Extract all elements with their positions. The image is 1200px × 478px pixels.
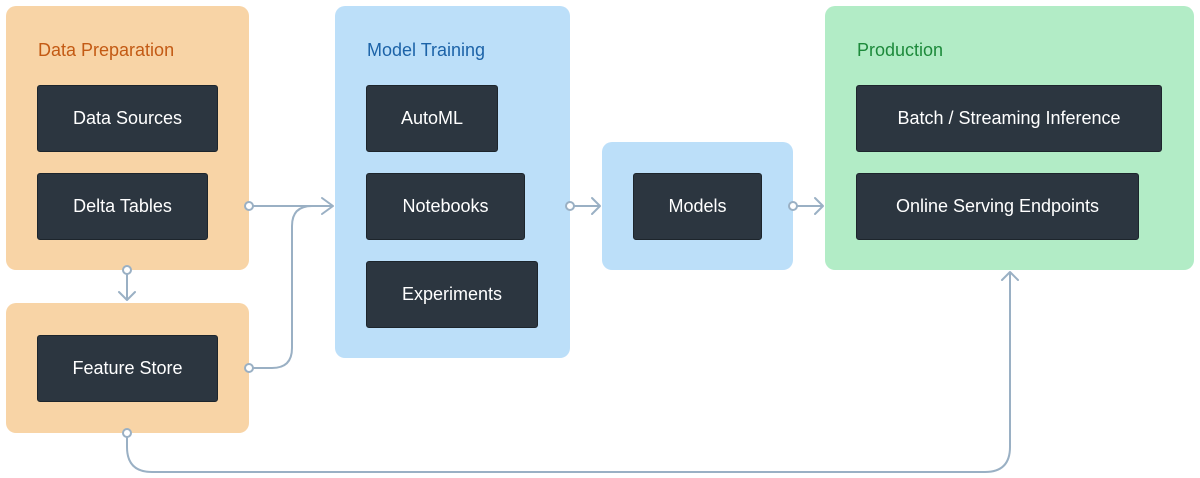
arrowhead-training (321, 197, 334, 215)
production-title: Production (857, 40, 944, 60)
models-group: Models (602, 142, 793, 270)
model-training-group: Model Training AutoML Notebooks Experime… (335, 6, 570, 358)
experiments-node[interactable]: Experiments (366, 261, 538, 328)
arrowhead-models (591, 197, 601, 215)
feature-store-node[interactable]: Feature Store (37, 335, 218, 402)
delta-tables-node[interactable]: Delta Tables (37, 173, 208, 240)
automl-node[interactable]: AutoML (366, 85, 498, 152)
models-node[interactable]: Models (633, 173, 762, 240)
batch-streaming-inference-node[interactable]: Batch / Streaming Inference (856, 85, 1162, 152)
feature-store-group: Feature Store (6, 303, 249, 433)
arrowhead-production-bottom (1001, 271, 1019, 281)
data-preparation-title: Data Preparation (38, 40, 175, 60)
production-group: Production Batch / Streaming Inference O… (825, 6, 1194, 270)
arrowhead-featurestore (118, 291, 136, 301)
data-sources-node[interactable]: Data Sources (37, 85, 218, 152)
edge-featurestore-to-training (249, 205, 333, 369)
model-training-title: Model Training (367, 40, 486, 60)
online-serving-endpoints-node[interactable]: Online Serving Endpoints (856, 173, 1139, 240)
notebooks-node[interactable]: Notebooks (366, 173, 525, 240)
data-preparation-group: Data Preparation Data Sources Delta Tabl… (6, 6, 249, 270)
arrowhead-production (814, 197, 824, 215)
